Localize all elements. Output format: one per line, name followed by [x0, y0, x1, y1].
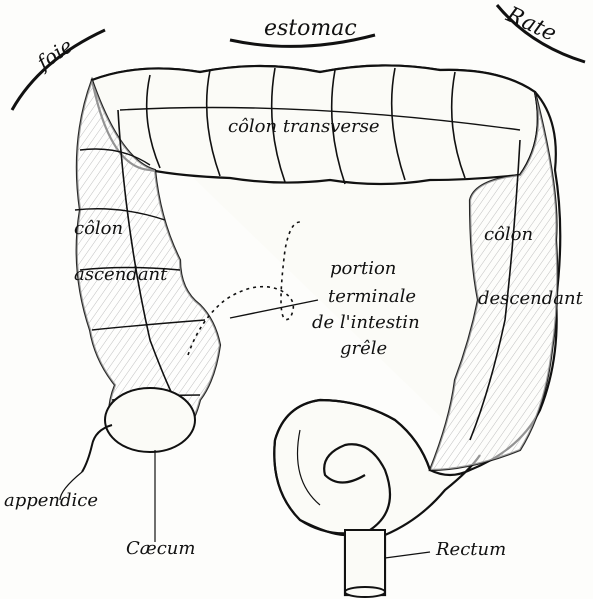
leader-rectum [384, 551, 431, 559]
descending-colon-taenia [469, 139, 521, 441]
leader-portion [229, 299, 319, 319]
label-caecum: Cæcum [126, 538, 196, 559]
label-appendice: appendice [4, 490, 99, 511]
liver-boundary-arc [10, 28, 106, 111]
label-rectum: Rectum [436, 539, 507, 560]
stomach-boundary-arc [229, 33, 376, 48]
transverse-haustra [119, 67, 521, 185]
label-portion-3: de l'intestin [312, 312, 420, 333]
label-portion-1: portion [330, 258, 397, 279]
sigmoid-loop [273, 398, 432, 535]
leader-appendice [59, 471, 83, 501]
ascending-colon-taenia [117, 109, 176, 401]
label-colon-transverse: côlon transverse [228, 116, 380, 137]
label-colon-ascendant-2: ascendant [74, 264, 168, 285]
label-colon-descendant-2: descendant [478, 288, 583, 309]
label-colon-ascendant-1: côlon [74, 218, 124, 239]
label-portion-4: grêle [340, 338, 388, 359]
rectum-opening [344, 586, 386, 598]
rectum-tube [344, 529, 386, 593]
spleen-boundary-arc [495, 4, 586, 64]
label-estomac: estomac [264, 16, 357, 41]
label-portion-2: terminale [328, 286, 417, 307]
label-colon-descendant-1: côlon [484, 224, 534, 245]
small-intestine-dotted [187, 221, 301, 356]
appendix [81, 424, 113, 473]
caecum [104, 387, 196, 453]
